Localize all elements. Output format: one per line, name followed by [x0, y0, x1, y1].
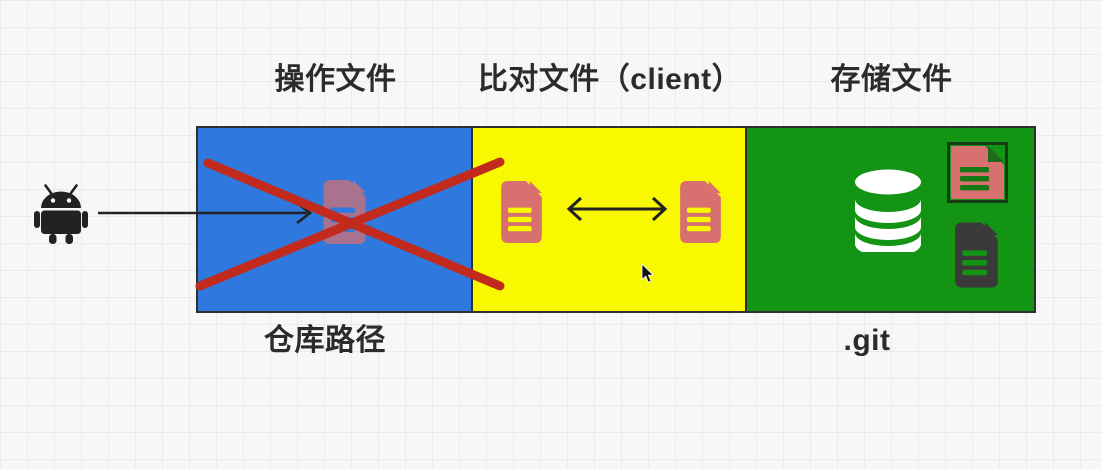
red-cross-icon	[195, 157, 505, 291]
panel-divider	[471, 128, 473, 311]
double-headed-arrow-icon	[566, 196, 668, 222]
file-document-icon	[949, 222, 1004, 288]
file-document-icon	[674, 181, 727, 243]
mouse-cursor-icon	[641, 263, 655, 283]
label-repo-path: 仓库路径	[264, 324, 386, 357]
label-git-folder: .git	[843, 324, 891, 357]
label-operate-files: 操作文件	[274, 63, 397, 96]
database-icon	[855, 169, 921, 252]
panel-divider	[745, 128, 747, 311]
file-document-tile-icon	[947, 142, 1008, 203]
label-compare-files-client: 比对文件（client）	[477, 63, 743, 96]
label-store-files: 存储文件	[830, 63, 953, 96]
android-robot-icon	[34, 184, 88, 244]
